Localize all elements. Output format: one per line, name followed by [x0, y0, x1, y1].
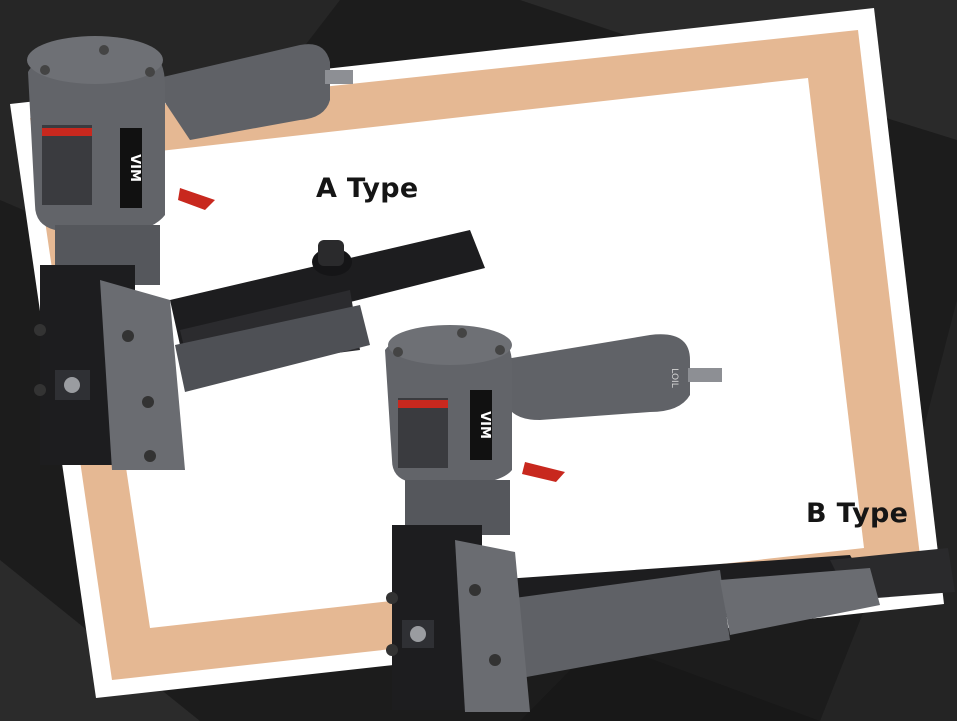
a-logo-text: VIM	[127, 154, 142, 182]
b-type-label: B Type	[806, 498, 909, 529]
b-grip-text: LOIL	[669, 368, 679, 387]
a-type-label: A Type	[316, 173, 419, 204]
b-logo-text: VIM	[477, 411, 492, 439]
